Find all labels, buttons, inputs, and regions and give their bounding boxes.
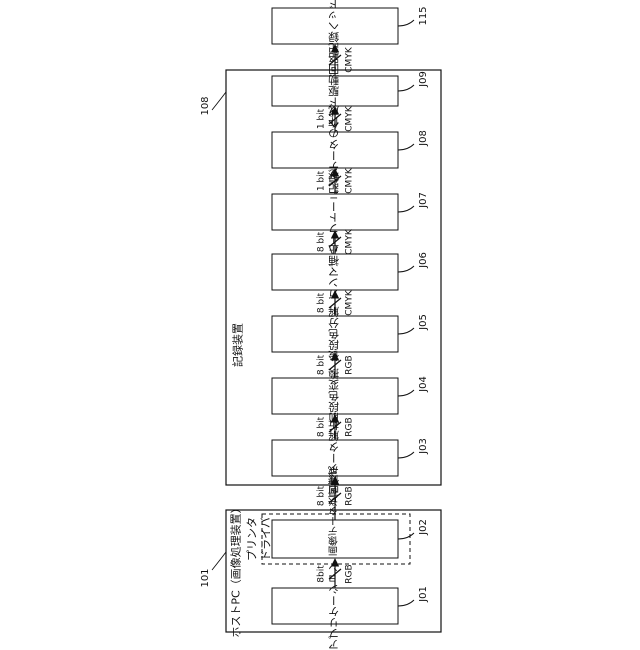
leader-j06 [398, 266, 414, 272]
pre-label: 前段色変換 [329, 369, 342, 424]
ref-j02: J02 [419, 519, 429, 535]
edge-8-color: CMYK [346, 106, 355, 131]
head-label: 記録ヘッド [329, 0, 342, 54]
edge-5-color: CMYK [346, 290, 355, 315]
edge-4-color: RGB [346, 355, 355, 374]
leader-j03 [398, 452, 414, 458]
leader-j07 [398, 206, 414, 212]
driver-label-2: ドライバ [261, 517, 272, 561]
ref-115: 115 [419, 6, 429, 25]
leader-j02 [398, 533, 414, 539]
edge-4-bits: 8 bit [318, 355, 327, 375]
edge-1-bits: 8bit [318, 565, 327, 582]
leader-j05 [398, 328, 414, 334]
edge-6-bits: 8 bit [318, 232, 327, 252]
ref-j01: J01 [419, 586, 429, 602]
edge-2-bits: 8 bit [318, 486, 327, 506]
host-group-ref: 101 [201, 568, 211, 587]
host-group-label: ホストPC（画像処理装置） [231, 502, 242, 637]
edge-3-color: RGB [346, 417, 355, 436]
analyze-label: 画像データ解析 [329, 420, 342, 497]
leader-j04 [398, 390, 414, 396]
leader-j09 [398, 85, 414, 91]
leader-j01 [398, 600, 414, 606]
leader-101 [212, 552, 226, 570]
recorder-group-ref: 108 [201, 96, 211, 115]
drive-label: ヘッド駆動回路 [329, 53, 342, 130]
app-label: アプリケーション [329, 562, 342, 650]
ref-j03: J03 [419, 438, 429, 454]
ref-j08: J08 [419, 130, 429, 146]
edge-8-bits: 1 bit [318, 109, 327, 129]
leader-j08 [398, 144, 414, 150]
ref-j05: J05 [419, 314, 429, 330]
edge-1-color: RGB [346, 564, 355, 583]
recorder-group-label: 記録装置 [233, 323, 244, 367]
ref-j04: J04 [419, 376, 429, 392]
post-label: 後段色分解 [329, 307, 342, 362]
ref-j07: J07 [419, 192, 429, 208]
edge-7-bits: 1 bit [318, 171, 327, 191]
edge-7-color: CMYK [346, 168, 355, 193]
edge-6-color: CMYK [346, 229, 355, 254]
edge-5-bits: 8 bit [318, 293, 327, 313]
edge-3-bits: 8 bit [318, 417, 327, 437]
ref-j09: J09 [419, 71, 429, 87]
leader-115 [398, 20, 414, 26]
leader-108 [212, 92, 226, 110]
edge-2-color: RGB [346, 486, 355, 505]
send-label: 画像データ送付作成 [329, 522, 341, 556]
ref-j06: J06 [419, 252, 429, 268]
edge-9-color: CMYK [346, 47, 355, 72]
driver-label-1: プリンタ [247, 517, 258, 561]
